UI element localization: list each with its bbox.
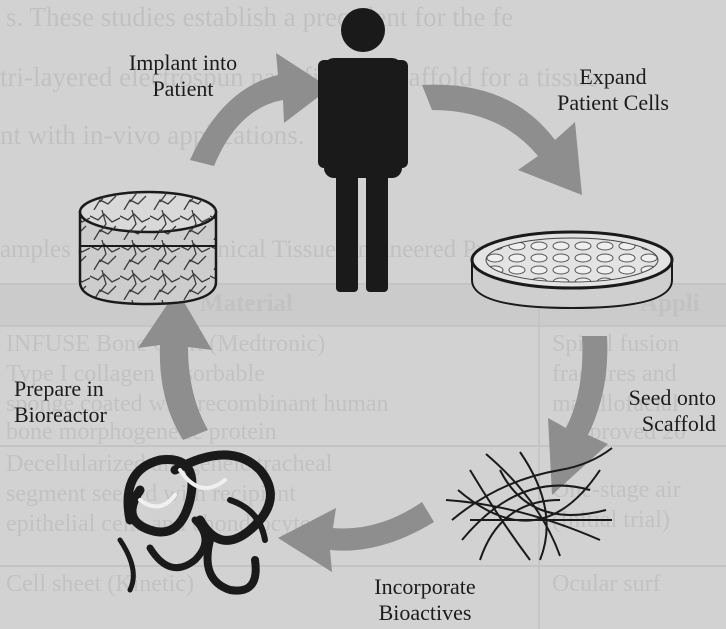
- step-seed-label: Seed onto Scaffold: [590, 385, 716, 437]
- person-icon: [318, 8, 408, 292]
- step-implant-label: Implant into Patient: [108, 50, 258, 102]
- step-prepare-label: Prepare in Bioreactor: [14, 376, 154, 428]
- step-expand-label: Expand Patient Cells: [528, 64, 698, 116]
- arrow-seed-to-incorporate: [278, 502, 434, 572]
- protein-ribbon-icon: [120, 455, 270, 591]
- petri-dish-icon: [472, 232, 672, 308]
- step-incorporate-label: Incorporate Bioactives: [340, 574, 510, 626]
- fiber-scaffold-icon: [446, 448, 612, 560]
- bioreactor-cylinder-icon: [80, 192, 216, 304]
